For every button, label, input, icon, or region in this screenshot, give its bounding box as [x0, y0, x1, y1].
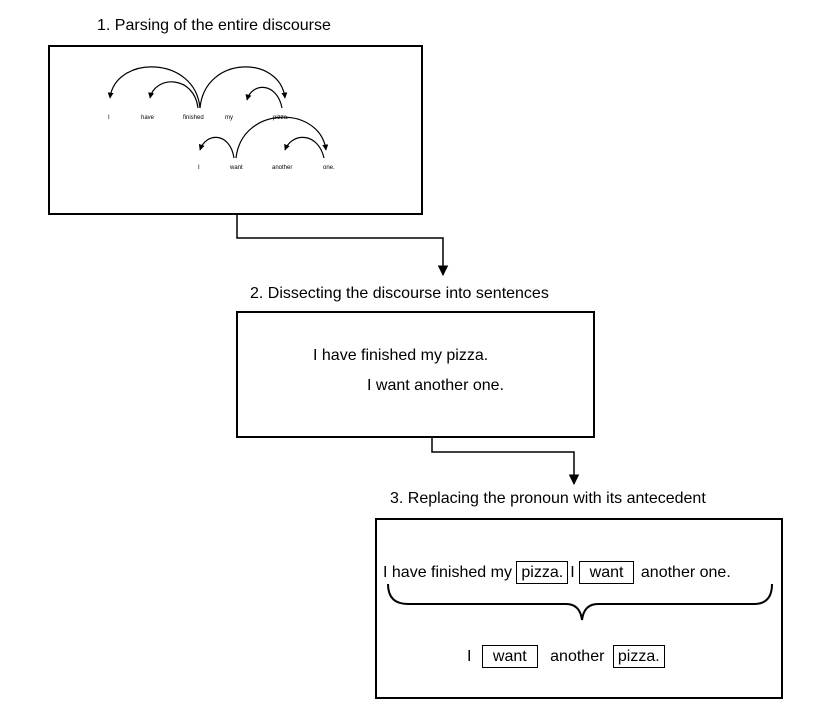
connector-arrow-2	[431, 438, 580, 486]
dependency-arc	[198, 136, 235, 159]
parse-word: one.	[323, 165, 335, 171]
verb-box: want	[481, 645, 538, 668]
replace-text: I	[467, 648, 472, 665]
parse-word: another	[272, 165, 293, 171]
dissect-sentence-2: I want another one.	[367, 377, 504, 394]
antecedent-box: pizza.	[516, 561, 569, 584]
dependency-arc	[199, 66, 288, 109]
replace-text: I have finished my	[383, 564, 512, 581]
dissect-panel: I have finished my pizza. I want another…	[236, 311, 595, 438]
parse-word: want	[230, 165, 243, 171]
connector-arrow-1	[236, 215, 449, 277]
dependency-arc	[148, 81, 199, 109]
parse-word: have	[141, 115, 155, 121]
dependency-arc	[107, 66, 201, 109]
parse-word: my	[225, 115, 233, 121]
dependency-arc	[245, 86, 283, 109]
replace-text: another one.	[640, 564, 731, 581]
dependency-arc	[284, 136, 325, 159]
parse-word: finished	[183, 115, 204, 121]
step-1-title: 1. Parsing of the entire discourse	[97, 17, 331, 34]
parse-word: I	[108, 115, 110, 121]
dependency-arc	[235, 116, 329, 159]
parse-word: I	[198, 165, 200, 171]
step-2-title: 2. Dissecting the discourse into sentenc…	[250, 285, 549, 302]
parse-word: pizza.	[273, 115, 289, 121]
parse-panel: I have finished my pizza. I want another…	[48, 45, 423, 215]
step-3-title: 3. Replacing the pronoun with its antece…	[390, 490, 706, 507]
antecedent-box: pizza.	[612, 645, 665, 668]
replace-bottom-row: I want another pizza.	[467, 645, 665, 668]
verb-box: want	[578, 561, 635, 584]
curly-brace	[387, 583, 773, 621]
replace-text: another	[550, 648, 605, 665]
verb-box: I	[570, 564, 575, 581]
dissect-sentence-1: I have finished my pizza.	[313, 347, 489, 364]
